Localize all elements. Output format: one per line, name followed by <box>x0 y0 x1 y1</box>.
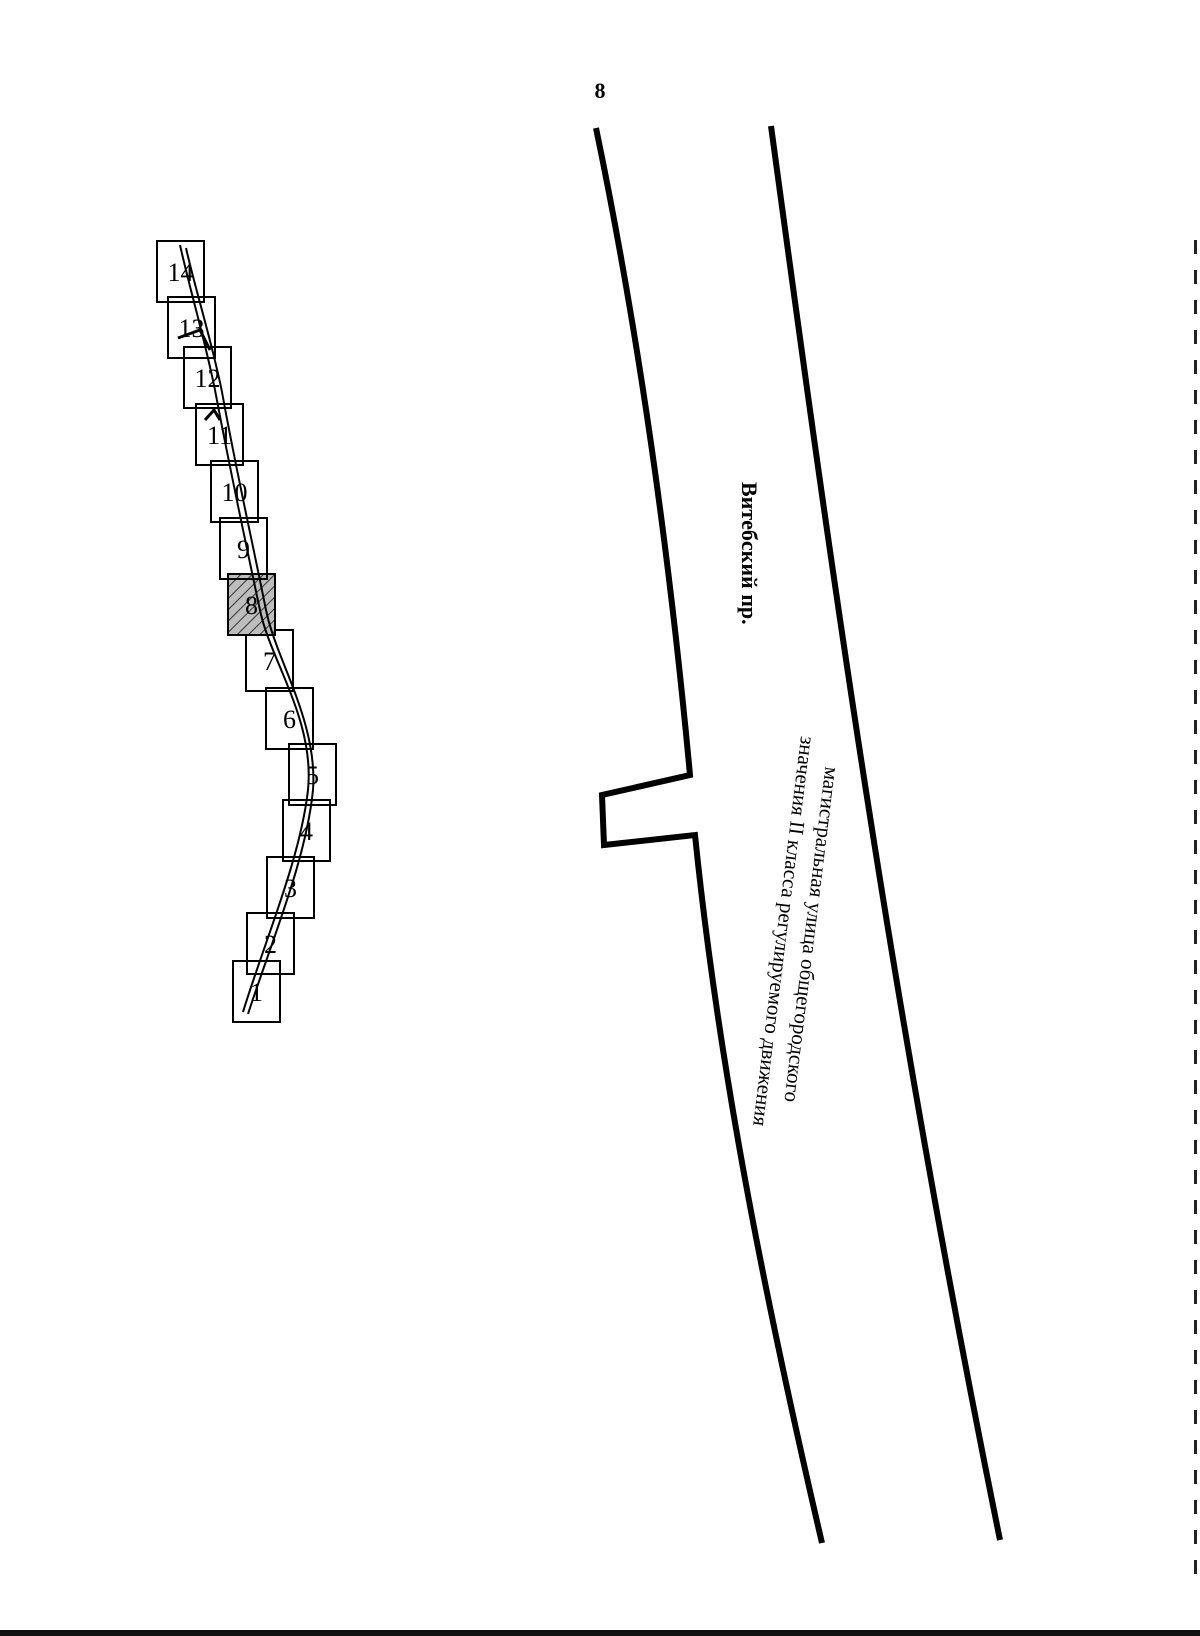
plot-square-13 <box>167 296 216 359</box>
plot-square-3 <box>266 856 315 919</box>
plot-square-11 <box>195 403 244 466</box>
plot-square-14 <box>156 240 205 303</box>
street-right-boundary <box>768 125 1003 1541</box>
plot-square-1 <box>232 960 281 1023</box>
plot-label-6: 6 <box>283 705 296 734</box>
plot-label-7: 7 <box>263 647 276 676</box>
street-left-boundary <box>593 127 825 1544</box>
route-spur-marks <box>177 328 222 422</box>
street-name-label: Витебский пр. <box>737 482 762 625</box>
plot-square-2 <box>246 912 295 975</box>
scan-edge-bottom <box>0 1630 1200 1636</box>
page-number: 8 <box>594 78 606 103</box>
plot-label-9: 9 <box>237 535 250 564</box>
scan-edge-right <box>1194 240 1197 1590</box>
route-line-inner <box>185 247 315 1015</box>
route-line-outer <box>179 244 310 1013</box>
plot-square-9 <box>219 517 268 580</box>
plot-square-8 <box>227 573 276 636</box>
plot-label-8: 8 <box>245 591 258 620</box>
